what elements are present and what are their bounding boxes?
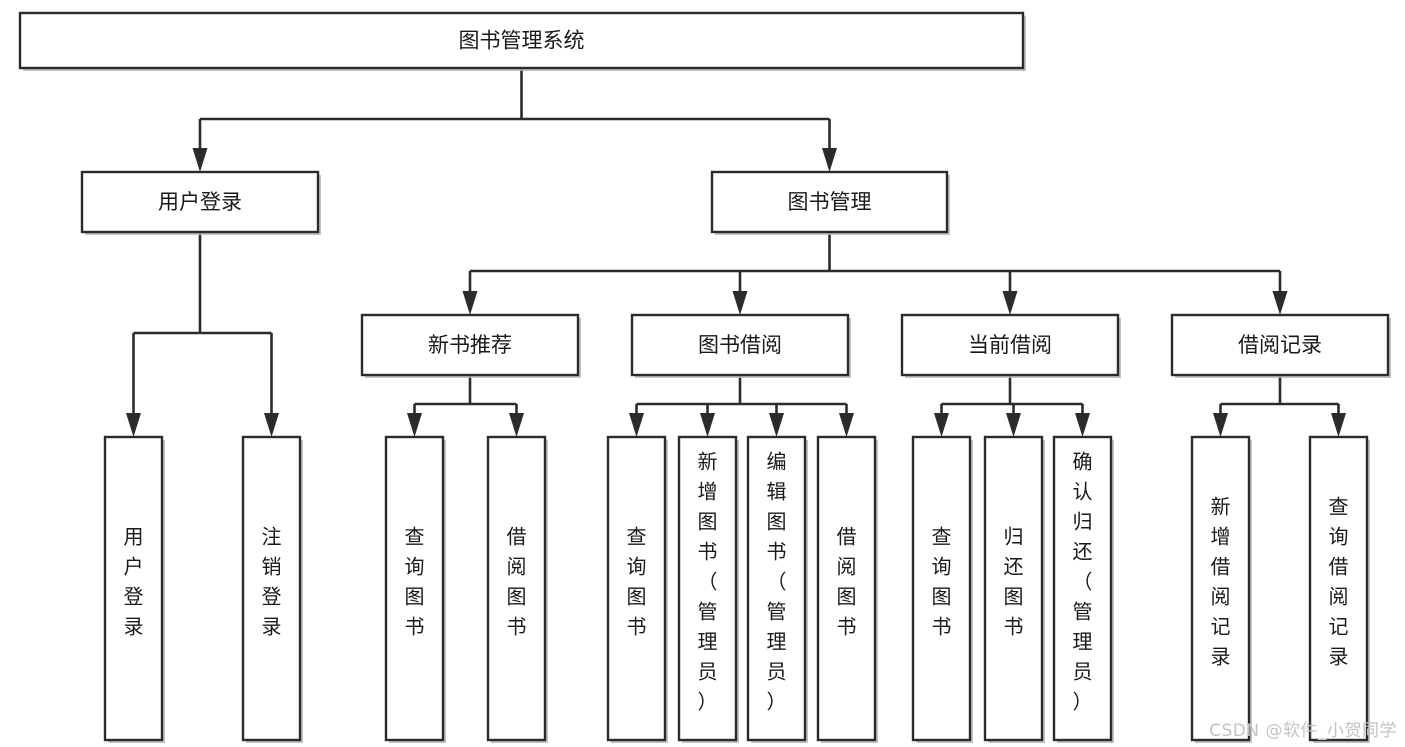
node-label: 借阅图书 — [837, 525, 857, 639]
node-leaf-return-book[interactable]: 归还图书 — [983, 435, 1045, 743]
node-label: 确认归还（管理员） — [1073, 450, 1093, 714]
node-label: 用户登录 — [124, 525, 144, 639]
node-label: 借阅记录 — [1238, 333, 1322, 357]
node-label: 编辑图书（管理员） — [767, 450, 787, 714]
node-current-borrow[interactable]: 当前借阅 — [900, 313, 1121, 378]
node-label: 查询图书 — [405, 525, 425, 639]
node-label: 查询借阅记录 — [1329, 495, 1349, 669]
node-leaf-query-book-2[interactable]: 查询图书 — [606, 435, 668, 743]
node-label: 查询图书 — [932, 525, 952, 639]
node-new-book-recommend[interactable]: 新书推荐 — [360, 313, 581, 378]
nodes-layer: 图书管理系统用户登录图书管理新书推荐图书借阅当前借阅借阅记录用户登录注销登录查询… — [18, 11, 1391, 743]
node-book-manage[interactable]: 图书管理 — [710, 170, 950, 235]
node-label: 新书推荐 — [428, 333, 512, 357]
node-leaf-user-login[interactable]: 用户登录 — [103, 435, 165, 743]
connectors-layer — [126, 68, 1346, 437]
node-label: 归还图书 — [1004, 525, 1024, 639]
node-user-login[interactable]: 用户登录 — [80, 170, 321, 235]
node-leaf-confirm-return[interactable]: 确认归还（管理员） — [1052, 435, 1114, 743]
node-label: 借阅图书 — [507, 525, 527, 639]
node-leaf-add-borrow-record[interactable]: 新增借阅记录 — [1190, 435, 1252, 743]
node-label: 新增图书（管理员） — [698, 450, 718, 714]
watermark-label: CSDN @软件_小贺同学 — [1209, 721, 1397, 741]
node-label: 图书管理 — [788, 190, 872, 214]
node-borrow-record[interactable]: 借阅记录 — [1170, 313, 1391, 378]
node-label: 当前借阅 — [968, 333, 1052, 357]
node-label: 新增借阅记录 — [1211, 495, 1231, 669]
node-label: 图书借阅 — [698, 333, 782, 357]
node-root[interactable]: 图书管理系统 — [18, 11, 1026, 71]
node-label: 查询图书 — [627, 525, 647, 639]
node-book-borrow[interactable]: 图书借阅 — [630, 313, 851, 378]
node-leaf-borrow-book-1[interactable]: 借阅图书 — [486, 435, 548, 743]
node-leaf-edit-book[interactable]: 编辑图书（管理员） — [746, 435, 808, 743]
node-label: 图书管理系统 — [459, 29, 585, 53]
node-label: 注销登录 — [262, 525, 282, 639]
node-leaf-borrow-book-2[interactable]: 借阅图书 — [816, 435, 878, 743]
node-leaf-query-book-3[interactable]: 查询图书 — [911, 435, 973, 743]
node-leaf-add-book[interactable]: 新增图书（管理员） — [677, 435, 739, 743]
node-leaf-user-logout[interactable]: 注销登录 — [241, 435, 303, 743]
node-leaf-query-borrow-record[interactable]: 查询借阅记录 — [1308, 435, 1370, 743]
node-leaf-query-book-1[interactable]: 查询图书 — [384, 435, 446, 743]
node-label: 用户登录 — [158, 190, 242, 214]
